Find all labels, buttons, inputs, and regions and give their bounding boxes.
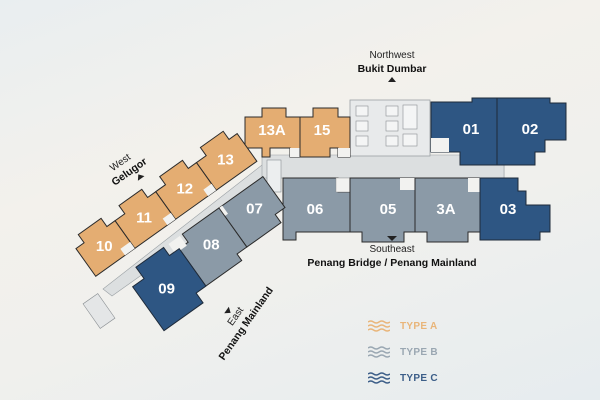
unit-15-label: 15 — [314, 122, 331, 139]
unit-06[interactable]: 06 — [282, 177, 351, 241]
unit-13-label: 13 — [217, 151, 234, 168]
unit-09-label: 09 — [158, 281, 175, 298]
unit-10[interactable]: 10 — [70, 213, 136, 277]
southeast-direction: Southeast — [369, 244, 414, 255]
unit-11[interactable]: 11 — [109, 184, 177, 250]
wave-icon — [368, 346, 390, 358]
unit-10-label: 10 — [96, 238, 113, 255]
unit-09[interactable]: 09 — [125, 241, 213, 332]
southeast-place: Penang Bridge / Penang Mainland — [307, 257, 476, 269]
unit-13[interactable]: 13 — [191, 125, 258, 192]
legend-label: TYPE A — [400, 320, 438, 332]
unit-11-label: 11 — [136, 209, 152, 226]
unit-01-label: 01 — [463, 121, 480, 138]
legend-label: TYPE C — [400, 372, 438, 384]
lift-core — [349, 99, 431, 157]
legend-label: TYPE B — [400, 346, 438, 358]
compass-southeast: Southeast Penang Bridge / Penang Mainlan… — [307, 236, 477, 269]
unit-3A-label: 3A — [436, 201, 455, 218]
unit-12[interactable]: 12 — [150, 154, 217, 221]
unit-08-label: 08 — [203, 236, 220, 253]
wave-icon — [368, 320, 390, 332]
unit-06-label: 06 — [307, 201, 324, 218]
east-place: Penang Mainland — [217, 285, 276, 363]
unit-3A[interactable]: 3A — [414, 177, 481, 243]
compass-northwest: Northwest Bukit Dumbar — [358, 50, 427, 82]
unit-01[interactable]: 01 — [430, 97, 498, 166]
legend-item-type-c: TYPE C — [368, 365, 438, 391]
legend-item-type-a: TYPE A — [368, 313, 438, 339]
northwest-place: Bukit Dumbar — [358, 63, 427, 75]
northwest-direction: Northwest — [369, 50, 414, 61]
compass-east: East Penang Mainland — [217, 285, 276, 363]
unit-02-label: 02 — [522, 121, 539, 138]
unit-03[interactable]: 03 — [479, 177, 551, 241]
arrow-up-icon — [388, 77, 396, 82]
unit-05[interactable]: 05 — [349, 177, 418, 243]
unit-12-label: 12 — [176, 180, 193, 197]
unit-13A-label: 13A — [258, 122, 286, 139]
arrow-down-icon — [224, 306, 231, 314]
unit-03-label: 03 — [500, 201, 517, 218]
wave-icon — [368, 372, 390, 384]
unit-15[interactable]: 15 — [299, 107, 351, 158]
unit-07-label: 07 — [246, 201, 263, 218]
arrow-down-icon — [387, 236, 397, 241]
compass-west: West Gelugor — [108, 152, 149, 189]
legend-item-type-b: TYPE B — [368, 339, 438, 365]
unit-02[interactable]: 02 — [496, 97, 567, 166]
arrow-up-icon — [137, 174, 145, 181]
legend: TYPE A TYPE B TYPE C — [368, 313, 438, 391]
unit-13A[interactable]: 13A — [244, 107, 301, 158]
unit-05-label: 05 — [380, 201, 397, 218]
